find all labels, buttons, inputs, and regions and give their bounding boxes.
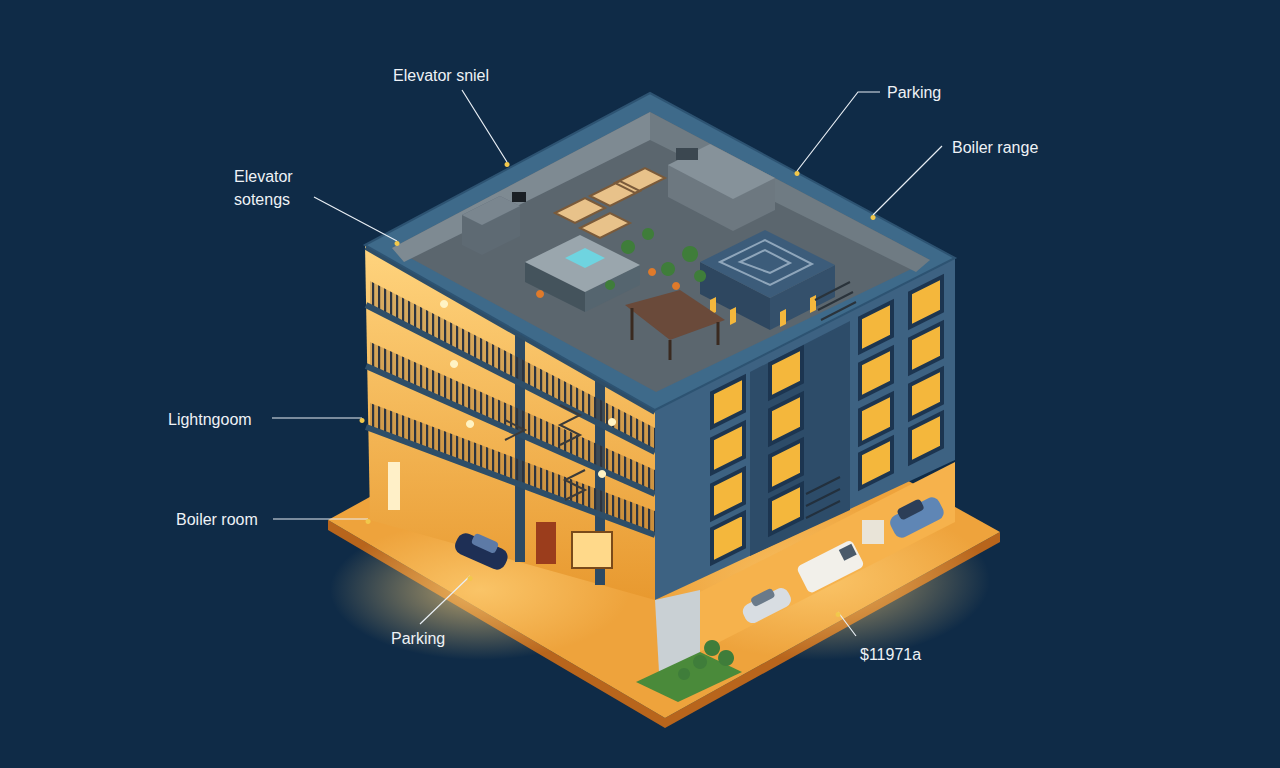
car-body xyxy=(740,585,794,626)
callout-label: Lightngoom xyxy=(168,408,252,431)
car-glass xyxy=(896,498,925,520)
roof-stair xyxy=(815,282,856,320)
pool xyxy=(565,248,605,268)
window xyxy=(710,295,816,327)
car xyxy=(738,582,793,626)
roof-maze xyxy=(720,240,812,285)
roof-plant xyxy=(605,228,706,290)
ground-window xyxy=(572,532,612,568)
balcony-railing xyxy=(806,477,840,518)
callout-label: Elevator sniel xyxy=(393,64,489,87)
callout-label: Boiler range xyxy=(952,136,1038,159)
roof-unit xyxy=(462,196,520,255)
pavilion xyxy=(625,290,725,340)
roof-building xyxy=(668,144,775,231)
van xyxy=(796,539,865,594)
callout-label: Parking xyxy=(391,627,445,650)
car-glass xyxy=(750,588,776,608)
roof-parapet xyxy=(365,93,955,410)
car-body xyxy=(887,495,946,541)
callout-label: Parking xyxy=(887,81,941,104)
callout-label: $11971a xyxy=(860,643,921,666)
callout-label: Elevator sotengs xyxy=(234,165,314,211)
pavilion-post xyxy=(632,308,718,360)
roof-flower xyxy=(536,268,680,298)
car-glass xyxy=(471,533,500,555)
car xyxy=(886,491,947,540)
leader-line xyxy=(272,90,942,636)
callout-label: Boiler room xyxy=(176,508,258,531)
roof-unit xyxy=(462,196,520,225)
car xyxy=(452,527,512,573)
roof-deck xyxy=(392,112,930,392)
van-glass xyxy=(839,544,857,561)
crate xyxy=(862,520,884,544)
tree xyxy=(678,640,734,680)
light-glow xyxy=(330,520,630,660)
leader-dot xyxy=(360,162,876,617)
van-body xyxy=(796,539,865,594)
solar-panel xyxy=(555,168,665,238)
staircase xyxy=(505,405,585,500)
vent xyxy=(676,148,698,160)
vent xyxy=(512,192,526,202)
roof-building xyxy=(668,144,775,199)
roof-block xyxy=(700,230,835,298)
lit-wall xyxy=(388,462,400,510)
entrance-door xyxy=(536,522,556,564)
car-body xyxy=(452,530,510,572)
